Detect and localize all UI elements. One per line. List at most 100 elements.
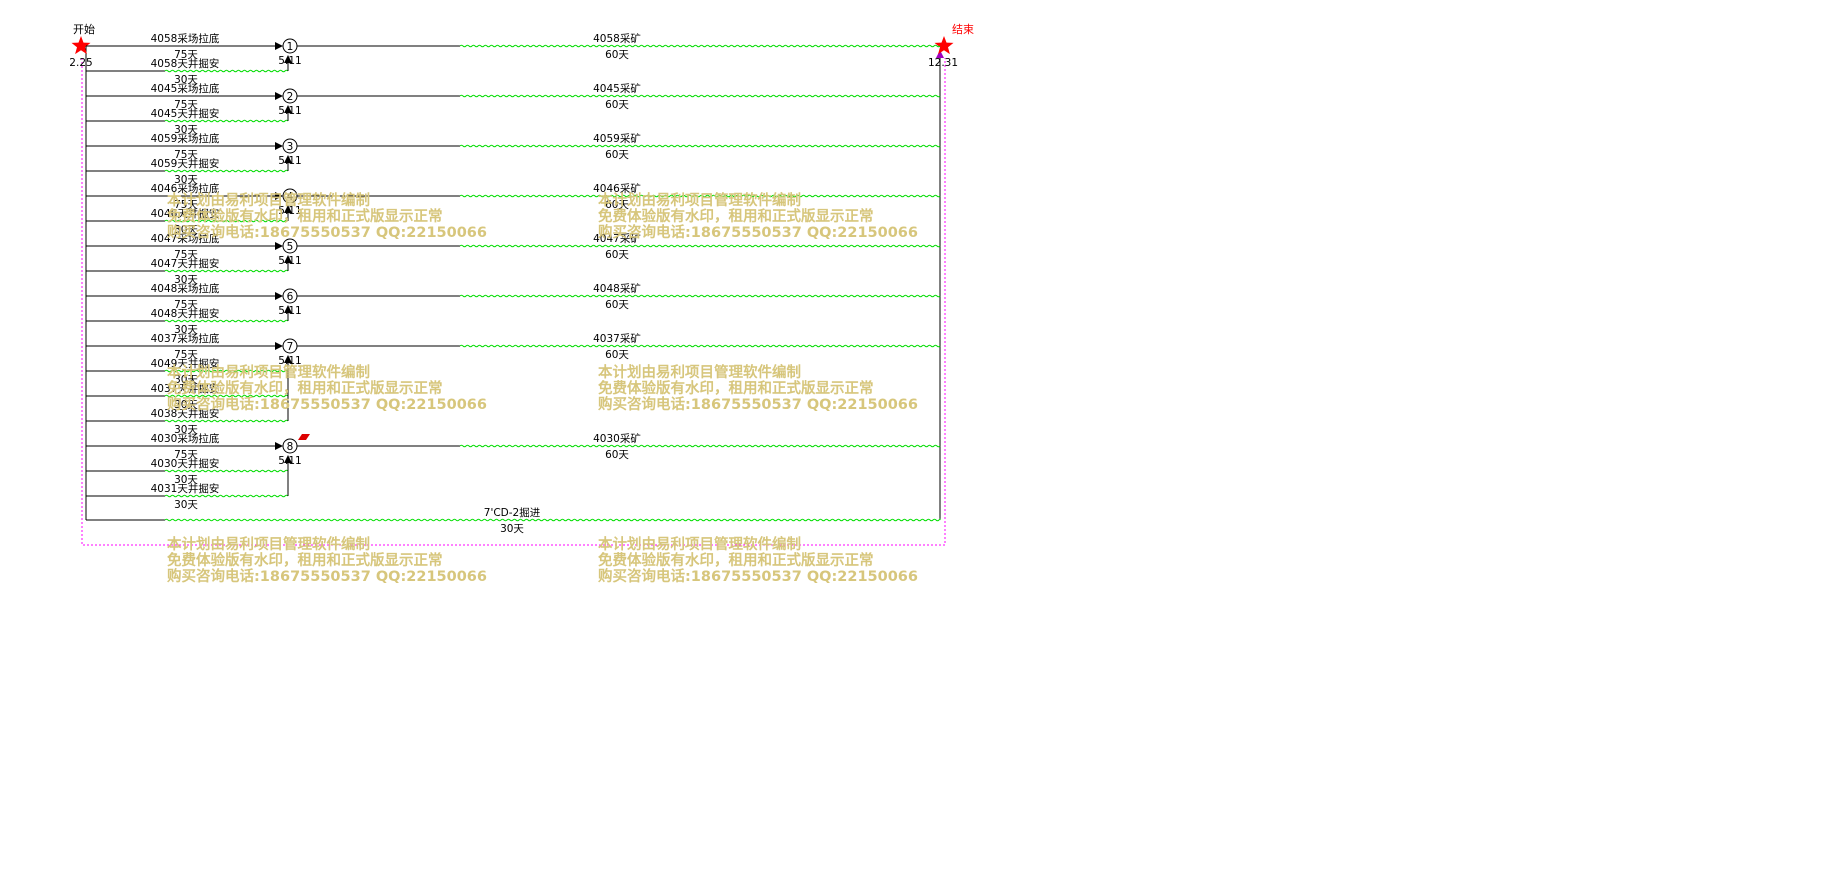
mining-duration: 60天 [605,49,629,61]
mining-name: 4045采矿 [593,82,641,95]
watermark-line1: 本计划由易利项目管理软件编制 [167,363,370,381]
activity-name: 4046采场拉底 [151,182,220,195]
watermark-line3: 购买咨询电话:18675550537 QQ:22150066 [598,223,918,241]
shaft-name: 4031天井掘安 [151,482,220,495]
mining-duration: 60天 [605,449,629,461]
flag-marker-icon [298,434,310,440]
activity-duration: 75天 [174,149,198,161]
final-task-float-wave [164,518,941,522]
watermark-line1: 本计划由易利项目管理软件编制 [167,535,370,553]
shaft-float-wave [164,369,289,373]
float-wave-line [459,44,941,48]
watermark-line2: 免费体验版有水印，租用和正式版显示正常 [167,551,443,569]
shaft-float-wave [164,469,289,473]
milestone-date: 5.11 [278,305,301,317]
mining-duration: 60天 [605,99,629,111]
boundary-dotted-line [81,58,946,546]
shaft-duration: 30天 [174,424,198,436]
watermark-line2: 免费体验版有水印，租用和正式版显示正常 [167,207,443,225]
watermark-line2: 免费体验版有水印，租用和正式版显示正常 [598,207,874,225]
activity-name: 4048采场拉底 [151,282,220,295]
milestone-date: 5.11 [278,155,301,167]
shaft-name: 4037天井掘安 [151,382,220,395]
watermark-line3: 购买咨询电话:18675550537 QQ:22150066 [167,567,487,585]
shaft-float-wave [164,494,289,498]
activity-name: 4037采场拉底 [151,332,220,345]
mining-name: 4059采矿 [593,132,641,145]
node-number: 1 [287,41,294,53]
milestone-date: 5.11 [278,105,301,117]
mining-name: 4058采矿 [593,32,641,45]
shaft-name: 4047天井掘安 [151,257,220,270]
float-wave-line [459,144,941,148]
node-number: 6 [287,291,294,303]
start-date: 2.25 [69,57,92,69]
activity-duration: 75天 [174,49,198,61]
shaft-duration: 30天 [174,274,198,286]
activity-duration: 75天 [174,299,198,311]
shaft-duration: 30天 [174,374,198,386]
shaft-float-wave [164,69,289,73]
node-number: 3 [287,141,294,153]
final-task-name: 7'CD-2掘进 [484,506,541,519]
shaft-float-wave [164,419,289,423]
shaft-duration: 30天 [174,74,198,86]
float-wave-line [459,244,941,248]
mining-duration: 60天 [605,249,629,261]
activity-duration: 75天 [174,449,198,461]
shaft-float-wave [164,119,289,123]
activity-name: 4047采场拉底 [151,232,220,245]
watermark-line2: 免费体验版有水印，租用和正式版显示正常 [598,379,874,397]
shaft-name: 4038天井掘安 [151,407,220,420]
watermark-line3: 购买咨询电话:18675550537 QQ:22150066 [598,395,918,413]
shaft-duration: 30天 [174,124,198,136]
mining-duration: 60天 [605,299,629,311]
shaft-name: 4049天井掘安 [151,357,220,370]
watermark-line1: 本计划由易利项目管理软件编制 [167,191,370,209]
final-task-duration: 30天 [500,523,524,535]
shaft-name: 4048天井掘安 [151,307,220,320]
activity-name: 4058采场拉底 [151,32,220,45]
start-label: 开始 [73,22,95,36]
watermark-line3: 购买咨询电话:18675550537 QQ:22150066 [598,567,918,585]
activity-name: 4030采场拉底 [151,432,220,445]
shaft-name: 4045天井掘安 [151,107,220,120]
milestone-date: 5.11 [278,255,301,267]
watermark-line1: 本计划由易利项目管理软件编制 [598,535,801,553]
watermark-line2: 免费体验版有水印，租用和正式版显示正常 [598,551,874,569]
float-wave-line [459,444,941,448]
shaft-duration: 30天 [174,499,198,511]
mining-duration: 60天 [605,199,629,211]
watermark-line1: 本计划由易利项目管理软件编制 [598,191,801,209]
mining-name: 4048采矿 [593,282,641,295]
shaft-duration: 30天 [174,224,198,236]
shaft-duration: 30天 [174,324,198,336]
activity-name: 4059采场拉底 [151,132,220,145]
shaft-duration: 30天 [174,174,198,186]
shaft-name: 4030天井掘安 [151,457,220,470]
activity-duration: 75天 [174,99,198,111]
shaft-float-wave [164,394,289,398]
start-star-icon [71,36,91,55]
shaft-float-wave [164,319,289,323]
activity-duration: 75天 [174,349,198,361]
shaft-name: 4058天井掘安 [151,57,220,70]
mining-name: 4037采矿 [593,332,641,345]
float-wave-line [459,344,941,348]
watermark-line3: 购买咨询电话:18675550537 QQ:22150066 [167,223,487,241]
watermark-line3: 购买咨询电话:18675550537 QQ:22150066 [167,395,487,413]
node-number: 4 [287,191,294,203]
end-date: 12.31 [928,57,958,69]
mining-duration: 60天 [605,149,629,161]
float-wave-line [459,294,941,298]
watermark-line2: 免费体验版有水印，租用和正式版显示正常 [167,379,443,397]
node-number: 7 [287,341,294,353]
shaft-float-wave [164,269,289,273]
shaft-float-wave [164,169,289,173]
node-number: 8 [287,441,294,453]
shaft-duration: 30天 [174,474,198,486]
end-star-icon [934,36,954,55]
activity-duration: 75天 [174,199,198,211]
mining-duration: 60天 [605,349,629,361]
